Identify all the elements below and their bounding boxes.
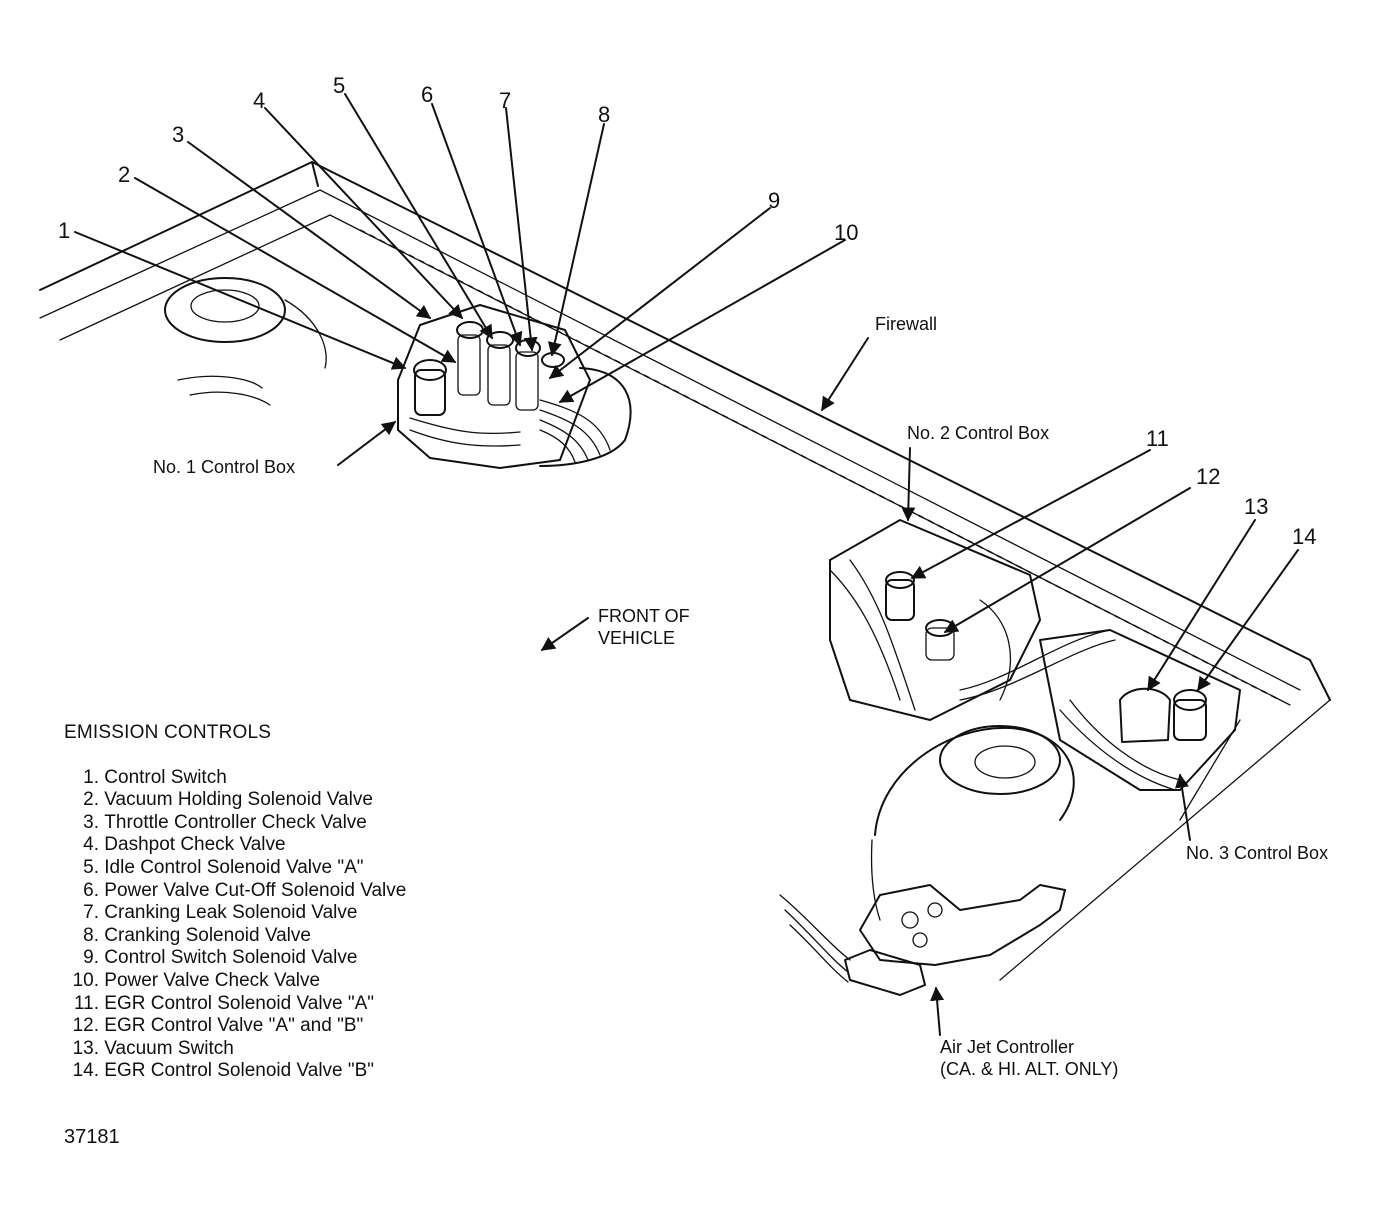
leader-line-5 xyxy=(344,93,493,340)
legend-item-number: 11. xyxy=(73,992,99,1014)
legend-item: 14. EGR Control Solenoid Valve "B" xyxy=(64,1060,406,1083)
legend-item-number: 6. xyxy=(83,879,99,901)
legend-item: 2. Vacuum Holding Solenoid Valve xyxy=(64,789,406,812)
control-box-3-label: No. 3 Control Box xyxy=(1186,843,1328,863)
engine-bay-outline xyxy=(39,161,1331,981)
legend-title: EMISSION CONTROLS xyxy=(64,722,272,743)
legend-item: 10. Power Valve Check Valve xyxy=(64,970,406,993)
callout-14: 14 xyxy=(1292,524,1316,549)
legend-item: 7. Cranking Leak Solenoid Valve xyxy=(64,902,406,925)
callout-11: 11 xyxy=(1146,426,1169,451)
legend-item-text: Cranking Solenoid Valve xyxy=(104,924,311,946)
front-of-vehicle-label-1: FRONT OF xyxy=(598,606,690,626)
legend-item-text: Control Switch xyxy=(104,766,227,788)
legend-item-number: 2. xyxy=(83,789,99,811)
leader-line-14 xyxy=(1197,549,1299,692)
callout-8: 8 xyxy=(598,102,610,127)
control-box-1-label: No. 1 Control Box xyxy=(153,457,295,477)
leader-line-12 xyxy=(943,487,1191,633)
leader-line-13 xyxy=(1147,519,1256,692)
legend-item-number: 12. xyxy=(72,1015,99,1037)
legend-item-text: Vacuum Holding Solenoid Valve xyxy=(104,789,373,811)
legend-item-text: Cranking Leak Solenoid Valve xyxy=(104,902,358,924)
legend-item: 9. Control Switch Solenoid Valve xyxy=(64,947,406,970)
control-box-2-arrow xyxy=(901,447,916,522)
leader-line-4 xyxy=(264,107,463,320)
legend-item-number: 4. xyxy=(83,834,99,856)
diagram-labels: Firewall No. 1 Control Box No. 2 Control… xyxy=(153,314,1328,1079)
legend-item-text: EGR Control Solenoid Valve "A" xyxy=(104,992,375,1014)
legend-item-number: 9. xyxy=(83,947,99,969)
legend-item-text: Idle Control Solenoid Valve "A" xyxy=(104,856,364,878)
control-box-1-arrow xyxy=(337,421,397,466)
leader-line-10 xyxy=(558,239,846,403)
callout-7: 7 xyxy=(499,88,511,113)
control-box-3-arrow xyxy=(1174,773,1191,841)
callout-2: 2 xyxy=(118,162,130,187)
legend-item-number: 10. xyxy=(72,969,99,991)
leader-line-7 xyxy=(505,107,538,352)
legend-item-number: 3. xyxy=(83,811,99,833)
legend-item: 13. Vacuum Switch xyxy=(64,1038,406,1061)
legend-item: 12. EGR Control Valve "A" and "B" xyxy=(64,1015,406,1038)
left-round-component xyxy=(164,277,327,406)
legend-item-text: Dashpot Check Valve xyxy=(104,834,286,856)
legend-item: 5. Idle Control Solenoid Valve "A" xyxy=(64,857,406,880)
legend-item-number: 7. xyxy=(83,902,99,924)
leader-line-11 xyxy=(910,449,1151,579)
front-of-vehicle-arrow xyxy=(540,617,589,651)
legend-item-number: 13. xyxy=(72,1037,99,1059)
legend-item: 1. Control Switch xyxy=(64,767,406,790)
leader-lines xyxy=(74,93,1299,1036)
legend-item-text: EGR Control Valve "A" and "B" xyxy=(104,1015,364,1037)
callout-6: 6 xyxy=(421,82,433,107)
legend-item-text: EGR Control Solenoid Valve "B" xyxy=(104,1060,375,1082)
legend-item: 8. Cranking Solenoid Valve xyxy=(64,925,406,948)
air-jet-controller-label-2: (CA. & HI. ALT. ONLY) xyxy=(940,1059,1118,1079)
legend-item: 11. EGR Control Solenoid Valve "A" xyxy=(64,993,406,1016)
callout-13: 13 xyxy=(1244,494,1268,519)
legend-item-number: 8. xyxy=(83,924,99,946)
control-box-1 xyxy=(397,304,632,469)
legend-item: 4. Dashpot Check Valve xyxy=(64,834,406,857)
leader-line-8 xyxy=(547,123,605,357)
air-jet-housing xyxy=(779,725,1075,996)
callout-4: 4 xyxy=(253,88,265,113)
callout-5: 5 xyxy=(333,73,345,98)
legend-item: 6. Power Valve Cut-Off Solenoid Valve xyxy=(64,880,406,903)
air-jet-controller-label-1: Air Jet Controller xyxy=(940,1037,1074,1057)
front-of-vehicle-label-2: VEHICLE xyxy=(598,628,675,648)
legend-item-number: 5. xyxy=(83,856,99,878)
legend-item-text: Throttle Controller Check Valve xyxy=(104,811,367,833)
legend-item-number: 1. xyxy=(83,766,99,788)
leader-line-9 xyxy=(548,207,771,379)
air-jet-arrow xyxy=(930,986,945,1036)
firewall-label: Firewall xyxy=(875,314,937,334)
callout-10: 10 xyxy=(834,220,858,245)
legend-item-text: Power Valve Cut-Off Solenoid Valve xyxy=(104,879,407,901)
control-box-2-3 xyxy=(829,519,1241,791)
legend-item-number: 14. xyxy=(72,1060,99,1082)
legend-item-text: Vacuum Switch xyxy=(104,1037,234,1059)
callout-3: 3 xyxy=(172,122,184,147)
control-box-2-label: No. 2 Control Box xyxy=(907,423,1049,443)
callout-numbers: 1 2 3 4 5 6 7 8 9 10 11 12 13 14 xyxy=(58,73,1316,549)
emission-controls-legend: EMISSION CONTROLS 1. Control Switch 2. V… xyxy=(64,722,406,1083)
callout-12: 12 xyxy=(1196,464,1220,489)
legend-item-text: Control Switch Solenoid Valve xyxy=(104,947,358,969)
leader-line-1 xyxy=(74,231,407,370)
leader-line-3 xyxy=(187,141,432,319)
legend-list: 1. Control Switch 2. Vacuum Holding Sole… xyxy=(64,767,407,1083)
leader-line-6 xyxy=(431,103,523,347)
callout-1: 1 xyxy=(58,218,70,243)
callout-9: 9 xyxy=(768,188,780,213)
legend-item: 3. Throttle Controller Check Valve xyxy=(64,812,406,835)
legend-item-text: Power Valve Check Valve xyxy=(104,969,321,991)
firewall-arrow xyxy=(821,337,869,412)
leader-line-2 xyxy=(134,177,457,363)
figure-id: 37181 xyxy=(64,1126,120,1148)
